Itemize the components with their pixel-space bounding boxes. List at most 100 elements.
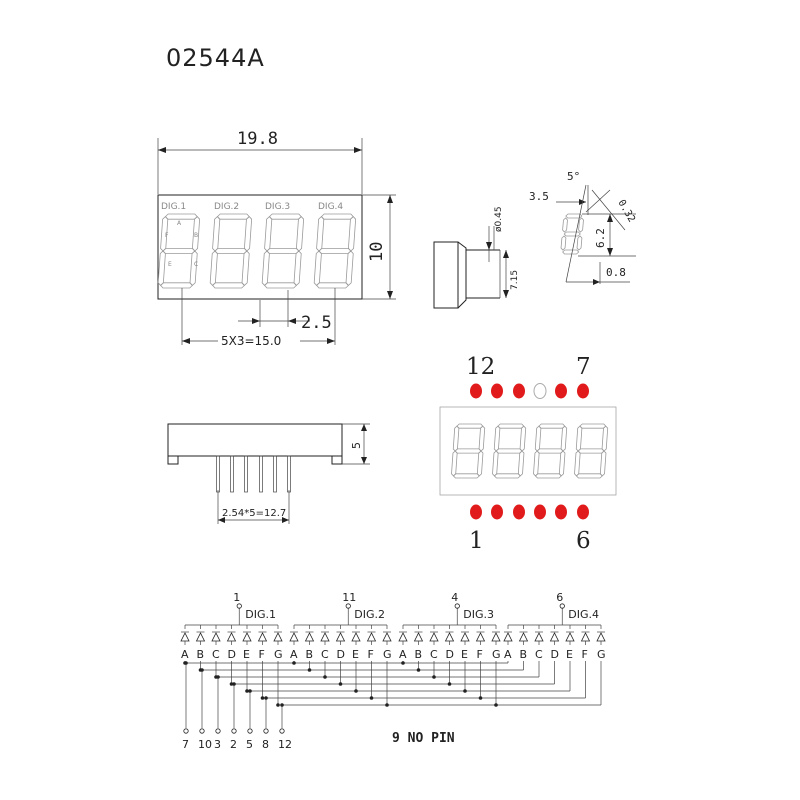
top-pin-dot-5 <box>555 383 567 399</box>
output-pin-label: 2 <box>230 738 237 751</box>
segment-outline <box>575 473 603 479</box>
junction-dot <box>184 661 188 665</box>
front-digit-4 <box>313 213 357 289</box>
segment-outline <box>264 216 273 252</box>
common-terminal <box>236 603 242 609</box>
schematic-digit-label: DIG.2 <box>354 608 385 621</box>
segment-outline <box>558 450 566 477</box>
body-depth-dimension: 5 <box>350 442 363 449</box>
junction-dot <box>338 682 343 686</box>
junction-dot <box>354 689 358 693</box>
output-pin-label: 3 <box>214 738 221 751</box>
diode <box>429 632 439 642</box>
segment-outline <box>476 450 484 477</box>
common-terminal <box>559 603 565 609</box>
segment-height-dimension: 6.2 <box>594 228 607 248</box>
segment-letter-e: E <box>243 648 250 661</box>
segment-outline <box>601 425 609 452</box>
segment-outline <box>264 282 297 289</box>
bottom-pin-dot-5 <box>555 504 567 520</box>
segment-letter-c: C <box>321 648 329 661</box>
front-seg-letter-b: B <box>194 232 198 239</box>
top-pin-dot-1 <box>470 383 482 399</box>
segment-outline <box>599 450 607 477</box>
segment-outline <box>452 425 460 452</box>
segment-letter-a: A <box>399 648 407 661</box>
diode <box>534 632 544 642</box>
segment-letter-e: E <box>352 648 359 661</box>
junction-dot <box>447 682 452 686</box>
segment-outline <box>318 248 352 254</box>
pin-diameter-dimension: ø0.45 <box>494 206 504 232</box>
diode <box>211 632 221 642</box>
segment-outline <box>313 250 322 286</box>
junction-dot <box>432 675 436 679</box>
diode <box>491 632 501 642</box>
top-pin-dot-3 <box>513 383 525 399</box>
output-terminal <box>263 728 269 734</box>
junction-dot <box>200 668 204 672</box>
front-digit-label-3: DIG.3 <box>265 202 290 212</box>
front-seg-letter-f: F <box>165 232 169 239</box>
segment-outline <box>157 250 166 286</box>
segment-outline <box>451 450 458 477</box>
junction-dot <box>385 703 389 707</box>
front-seg-letter-e: E <box>168 261 172 268</box>
segment-outline <box>454 448 482 454</box>
segment-letter-a: A <box>290 648 298 661</box>
junction-dot <box>260 696 265 700</box>
junction-dot <box>229 682 234 686</box>
diode <box>460 632 470 642</box>
diode <box>549 632 560 642</box>
diode <box>351 632 361 642</box>
bottom-view: 5 2.54*5=12.7 <box>167 423 370 524</box>
pin-label-6: 6 <box>576 528 591 554</box>
segment-outline <box>533 450 540 477</box>
segment-width-dimension: 3.5 <box>529 190 549 203</box>
diode <box>503 632 513 642</box>
bottom-pin-dot-3 <box>513 504 525 520</box>
bottom-pin-dot-2 <box>491 504 503 520</box>
output-pin-label: 8 <box>262 738 269 751</box>
bottom-pin-dot-1 <box>470 504 482 520</box>
top-pin-dot-2 <box>491 383 503 399</box>
pin-view: 12 7 1 6 <box>439 354 617 554</box>
output-pin-label: 7 <box>182 738 189 751</box>
segment-letter-d: D <box>228 648 236 661</box>
bottom-view-pin-2 <box>230 455 234 493</box>
front-digit-label-2: DIG.2 <box>214 202 239 212</box>
segment-stroke-dimension: 0.8 <box>606 266 626 279</box>
top-pin-dot-4 <box>533 383 547 399</box>
diode <box>195 632 206 642</box>
output-terminal <box>231 728 237 734</box>
bottom-view-pin-1 <box>216 455 220 493</box>
segment-outline <box>478 425 486 452</box>
segment-letter-e: E <box>461 648 468 661</box>
front-digit-1 <box>157 213 201 289</box>
segment-letter-d: D <box>446 648 454 661</box>
segment-outline <box>296 216 305 252</box>
output-terminal <box>247 728 253 734</box>
diode <box>226 632 237 642</box>
bottom-pin-dot-4 <box>534 504 546 520</box>
segment-outline <box>316 282 349 289</box>
diode <box>518 632 529 642</box>
segment-outline <box>212 282 245 289</box>
bottom-view-pin-4 <box>259 455 263 493</box>
segment-letter-b: B <box>306 648 314 661</box>
segment-letter-a: A <box>181 648 189 661</box>
part-number-title: 02544A <box>166 44 265 72</box>
output-terminal <box>279 728 285 734</box>
segment-outline <box>320 213 354 220</box>
diode <box>413 632 424 642</box>
pin-label-7: 7 <box>576 354 591 380</box>
segment-outline <box>162 248 196 254</box>
segment-outline <box>492 450 499 477</box>
common-pin-label: 11 <box>342 591 356 604</box>
